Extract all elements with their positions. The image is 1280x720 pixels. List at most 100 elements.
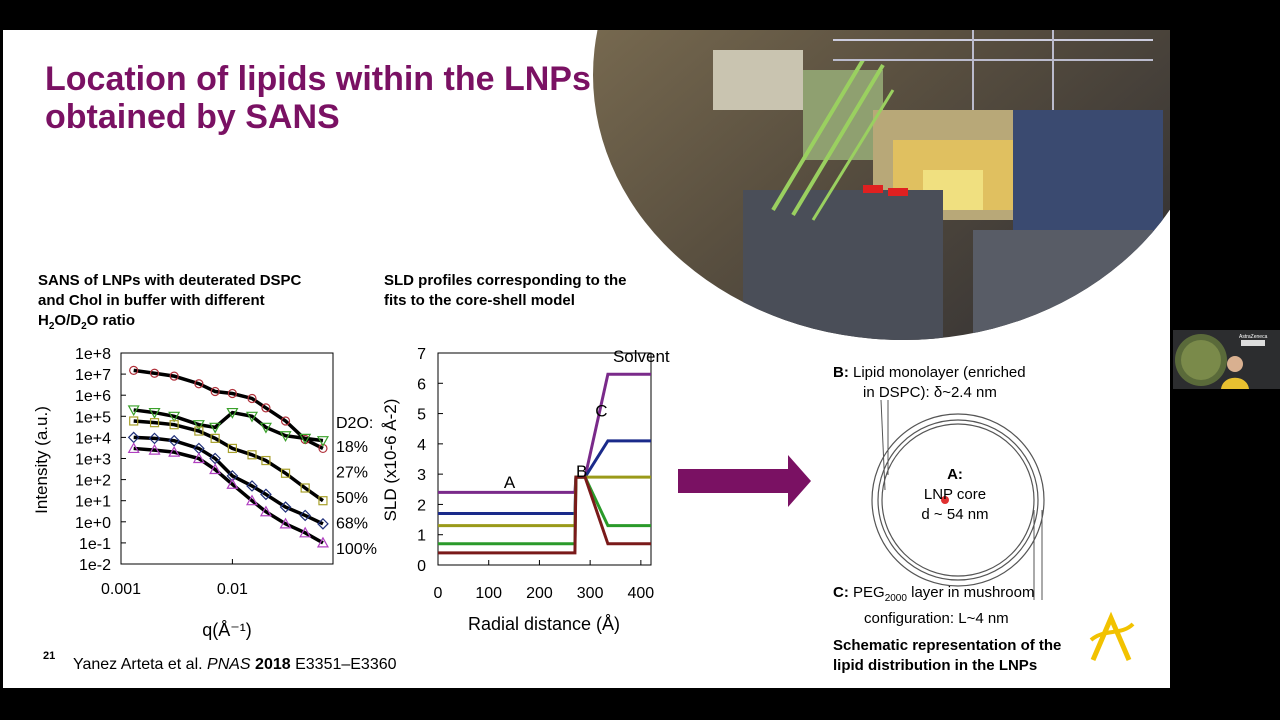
sans-y-tick-label: 1e+1 (75, 494, 111, 511)
sans-y-tick-label: 1e+7 (75, 367, 111, 384)
sans-y-axis-label: Intensity (a.u.) (32, 406, 51, 514)
sans-fit-line (133, 419, 324, 503)
sld-y-tick-label: 3 (417, 467, 426, 484)
label-c: C: PEG2000 layer in mushroom configurati… (833, 584, 1035, 627)
sans-data-point (194, 426, 204, 436)
sans-data-point (245, 411, 259, 423)
sld-y-axis-label: SLD (x10-6 Å-2) (381, 399, 400, 522)
sans-data-point (148, 407, 161, 419)
sld-y-tick-label: 5 (417, 407, 426, 424)
sans-data-point (194, 379, 204, 389)
sans-data-point (259, 505, 272, 517)
sans-data-point (227, 443, 237, 454)
sld-annotation: C (595, 402, 607, 421)
sld-x-tick-label: 200 (526, 585, 553, 602)
sans-legend-entry: 68% (336, 516, 368, 533)
sans-data-point (245, 494, 259, 506)
sans-fit-line (133, 446, 324, 545)
sans-data-point (226, 407, 239, 419)
sans-y-tick-label: 1e+2 (75, 473, 111, 490)
sans-data-point (226, 470, 239, 482)
left-caption-line-1: SANS of LNPs with deuterated DSPC (38, 272, 302, 289)
title-line-1: Location of lipids within the LNPs (45, 60, 591, 98)
right-arrow-icon (678, 455, 811, 507)
sans-data-point (316, 436, 329, 447)
sld-annotation: A (504, 473, 516, 492)
left-caption-line-3: H2O/D2O ratio (38, 312, 135, 332)
sans-data-point (149, 418, 160, 428)
mid-caption-line-2: fits to the core-shell model (384, 292, 575, 309)
sans-y-tick-label: 1e+6 (75, 388, 111, 405)
monolayer-inner-circle (881, 423, 1035, 577)
sans-data-point (129, 365, 139, 375)
sld-x-tick-label: 300 (577, 585, 604, 602)
sans-y-tick-label: 1e+0 (75, 515, 111, 532)
page-number: 21 (43, 650, 56, 662)
sans-data-point (209, 463, 222, 475)
sans-data-point (261, 455, 271, 466)
sans-y-tick-label: 1e+8 (75, 346, 111, 363)
sans-data-point (279, 517, 292, 529)
sans-data-point (192, 452, 205, 464)
mid-chart-caption: SLD profiles corresponding to the fits t… (384, 271, 627, 311)
sans-data-point (192, 420, 205, 431)
sans-data-point (148, 432, 161, 445)
label-a: A: LNP core d ~ 54 nm (921, 466, 989, 523)
sans-legend-entry: 27% (336, 465, 368, 482)
sld-profile-line (438, 475, 651, 555)
sans-data-point (279, 431, 292, 442)
sans-data-point (260, 488, 272, 501)
sans-data-point (280, 468, 291, 478)
sans-data-point (318, 496, 328, 506)
monolayer-outer-circle (877, 419, 1039, 581)
sans-data-point (210, 386, 220, 397)
sans-data-point (210, 433, 220, 443)
sans-data-point (247, 450, 257, 460)
sld-x-tick-label: 100 (475, 585, 502, 602)
slide-title: Location of lipids within the LNPs obtai… (45, 60, 591, 136)
left-caption-line-2: and Chol in buffer with different (38, 292, 265, 309)
sans-data-point (261, 403, 271, 413)
label-b: B: Lipid monolayer (enriched in DSPC): δ… (833, 364, 1026, 401)
sld-annotation: Solvent (613, 347, 670, 366)
sans-data-point (129, 416, 139, 426)
sans-data-point (246, 480, 258, 492)
sld-y-tick-label: 1 (417, 528, 426, 545)
sans-data-point (259, 422, 272, 434)
cursor-dot (941, 496, 949, 504)
lnp-schematic (871, 400, 1045, 600)
sans-data-point (316, 536, 329, 548)
sld-x-axis-label: Radial distance (Å) (468, 614, 620, 634)
sans-data-point (127, 442, 140, 454)
sans-data-point (226, 478, 239, 489)
presenter-webcam: AstraZeneca (1173, 330, 1280, 389)
sans-data-point (169, 420, 179, 430)
instrument-photo (593, 30, 1170, 340)
sans-fit-line (133, 408, 324, 443)
title-line-2: obtained by SANS (45, 98, 340, 136)
sans-x-tick-label: 0.01 (217, 581, 248, 598)
sans-data-point (318, 443, 328, 454)
sans-data-point (299, 526, 312, 538)
pointer-line-b (880, 400, 886, 491)
sans-y-tick-label: 1e+3 (75, 452, 111, 469)
sans-fit-line (133, 368, 324, 450)
astrazeneca-logo-icon (1089, 611, 1135, 661)
schematic-caption: Schematic representation of the lipid di… (833, 637, 1062, 674)
sld-profile-line (438, 475, 651, 546)
sans-data-point (279, 501, 292, 513)
sans-data-point (280, 416, 291, 426)
sans-legend-entry: 50% (336, 490, 368, 507)
left-chart-caption: SANS of LNPs with deuterated DSPC and Ch… (38, 271, 301, 337)
reference: Yanez Arteta et al. PNAS 2018 E3351–E336… (73, 656, 397, 673)
sans-legend-entry: 18% (336, 439, 368, 456)
sans-data-point (148, 443, 161, 455)
sans-data-point (209, 422, 222, 434)
sld-plot-frame (437, 352, 652, 566)
sld-y-tick-label: 2 (417, 497, 426, 514)
sld-y-tick-label: 7 (417, 346, 426, 363)
sans-legend-entry: 100% (336, 541, 377, 558)
sans-data-point (168, 411, 181, 423)
sans-y-tick-label: 1e+4 (75, 430, 111, 447)
